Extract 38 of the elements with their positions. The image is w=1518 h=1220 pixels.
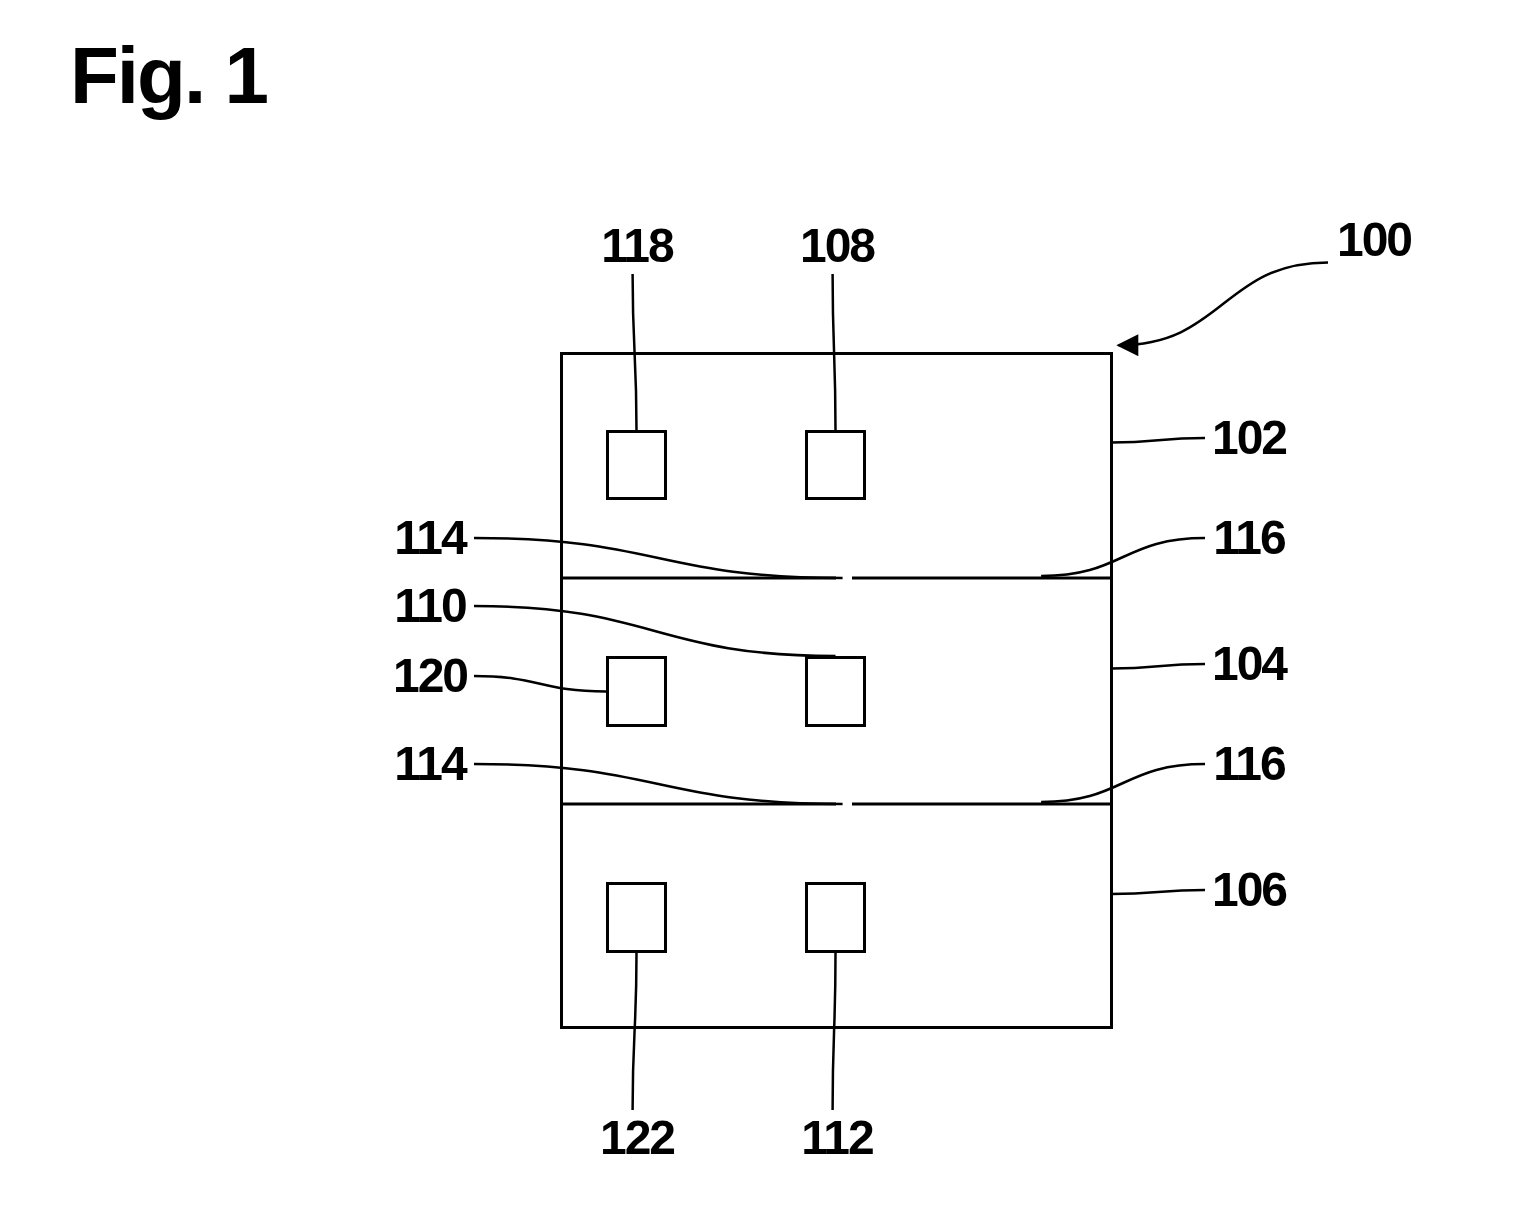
leader-line: [473, 762, 843, 806]
leader-line: [831, 953, 837, 1110]
callout-number: 106: [1205, 862, 1293, 918]
leader-line: [631, 274, 638, 430]
leader-line: [1041, 762, 1206, 804]
leader-line: [1111, 436, 1205, 444]
leader-line: [1111, 662, 1205, 670]
callout-number: 116: [1205, 510, 1293, 566]
callout-number: 110: [386, 578, 474, 634]
square-element: [606, 430, 667, 500]
leader-line: [831, 274, 837, 430]
separator-line: [560, 576, 1113, 580]
callout-number: 100: [1328, 212, 1420, 268]
leader-line: [473, 604, 836, 658]
leader-line: [473, 536, 843, 580]
callout-number: 118: [593, 218, 681, 274]
callout-number: 122: [593, 1110, 681, 1166]
arrow: [1116, 261, 1329, 355]
callout-number: 102: [1205, 410, 1293, 466]
callout-number: 120: [386, 648, 474, 704]
figure-title: Fig. 1: [70, 30, 267, 122]
callout-number: 108: [793, 218, 881, 274]
square-element: [805, 656, 866, 727]
callout-number: 114: [386, 736, 474, 792]
leader-line: [1041, 536, 1206, 578]
square-element: [805, 430, 866, 500]
separator-line: [560, 802, 1113, 806]
callout-number: 114: [386, 510, 474, 566]
square-element: [606, 882, 667, 953]
callout-number: 116: [1205, 736, 1293, 792]
callout-number: 104: [1205, 636, 1293, 692]
callout-number: 112: [793, 1110, 881, 1166]
device-outline: [560, 352, 1113, 1029]
square-element: [805, 882, 866, 953]
leader-line: [1111, 888, 1205, 896]
square-element: [606, 656, 667, 727]
leader-line: [473, 674, 607, 693]
leader-line: [631, 953, 638, 1110]
